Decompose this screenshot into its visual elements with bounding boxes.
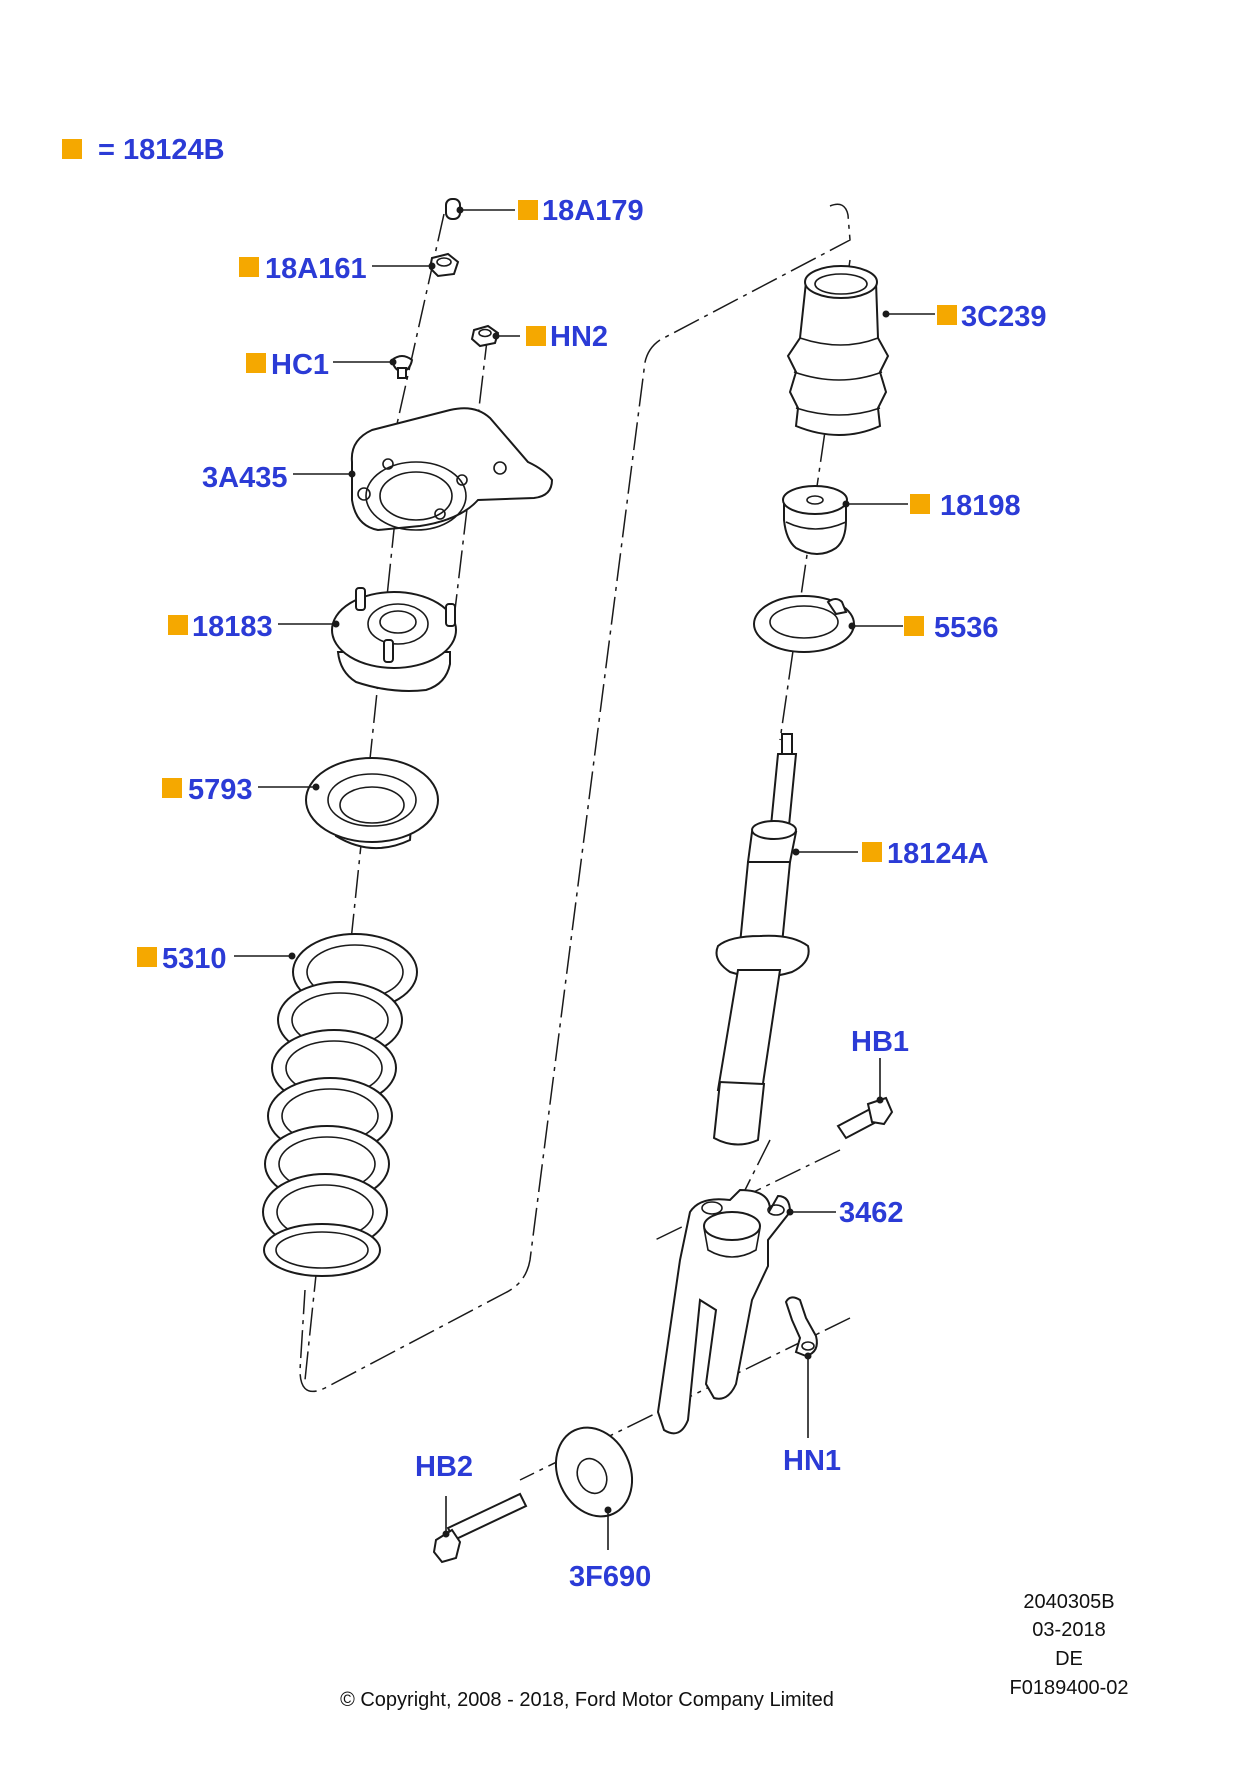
callout-HN2[interactable]: HN2 bbox=[526, 321, 608, 353]
part-HB1-drawing bbox=[836, 1058, 894, 1140]
callout-HB2[interactable]: HB2 bbox=[415, 1451, 473, 1483]
drawing-ref: F0189400-02 bbox=[1010, 1677, 1129, 1699]
part-HC1-drawing bbox=[333, 355, 414, 379]
label-HB1: HB1 bbox=[851, 1026, 909, 1058]
label-HN2: HN2 bbox=[550, 321, 608, 353]
label-18A161: 18A161 bbox=[265, 253, 367, 285]
callout-5793[interactable]: 5793 bbox=[162, 774, 253, 806]
part-5536-drawing bbox=[753, 595, 903, 653]
part-HN1-drawing bbox=[784, 1296, 818, 1438]
part-5793-drawing bbox=[258, 757, 439, 850]
marker-HN2 bbox=[526, 326, 546, 346]
label-3462: 3462 bbox=[839, 1197, 904, 1229]
callout-HN1[interactable]: HN1 bbox=[783, 1445, 841, 1477]
part-3462-drawing bbox=[656, 1188, 836, 1435]
legend: = 18124B bbox=[62, 134, 225, 166]
label-HN1: HN1 bbox=[783, 1445, 841, 1477]
drawing-region: DE bbox=[1055, 1648, 1083, 1670]
marker-18124A bbox=[862, 842, 882, 862]
marker-5793 bbox=[162, 778, 182, 798]
label-3A435: 3A435 bbox=[202, 462, 287, 494]
callout-3462[interactable]: 3462 bbox=[839, 1197, 904, 1229]
drawing-date: 03-2018 bbox=[1032, 1619, 1105, 1641]
callout-18183[interactable]: 18183 bbox=[168, 611, 273, 643]
label-18198: 18198 bbox=[940, 490, 1021, 522]
callout-HC1[interactable]: HC1 bbox=[246, 349, 329, 381]
legend-marker bbox=[62, 139, 82, 159]
marker-18198 bbox=[910, 494, 930, 514]
callout-5310[interactable]: 5310 bbox=[137, 943, 227, 975]
part-3A435-drawing bbox=[293, 407, 554, 532]
callout-18124A[interactable]: 18124A bbox=[862, 838, 989, 870]
callout-HB1[interactable]: HB1 bbox=[851, 1026, 909, 1058]
label-18A179: 18A179 bbox=[542, 195, 644, 227]
marker-HC1 bbox=[246, 353, 266, 373]
part-3F690-drawing bbox=[555, 1426, 633, 1550]
part-labels: 18A179 18A161 HN2 HC1 3A435 18183 5793 5… bbox=[137, 195, 1046, 1593]
label-HB2: HB2 bbox=[415, 1451, 473, 1483]
label-5793: 5793 bbox=[188, 774, 253, 806]
part-5310-drawing bbox=[234, 933, 418, 1277]
copyright-notice: © Copyright, 2008 - 2018, Ford Motor Com… bbox=[340, 1689, 834, 1711]
label-5310: 5310 bbox=[162, 943, 227, 975]
label-18124A: 18124A bbox=[887, 838, 989, 870]
marker-5536 bbox=[904, 616, 924, 636]
drawing-number: 2040305B bbox=[1023, 1591, 1114, 1613]
drawing-info: 2040305B 03-2018 DE F0189400-02 bbox=[1010, 1591, 1129, 1699]
label-5536: 5536 bbox=[934, 612, 999, 644]
marker-18A179 bbox=[518, 200, 538, 220]
callout-18198[interactable]: 18198 bbox=[910, 490, 1021, 522]
legend-text: = 18124B bbox=[98, 134, 225, 166]
callout-18A179[interactable]: 18A179 bbox=[518, 195, 644, 227]
label-3F690: 3F690 bbox=[569, 1561, 651, 1593]
label-18183: 18183 bbox=[192, 611, 273, 643]
part-18198-drawing bbox=[782, 485, 908, 555]
marker-5310 bbox=[137, 947, 157, 967]
part-18124A-drawing bbox=[712, 733, 858, 1146]
assembly-boundary bbox=[299, 203, 851, 1393]
marker-18A161 bbox=[239, 257, 259, 277]
marker-3C239 bbox=[937, 305, 957, 325]
part-3C239-drawing bbox=[786, 265, 935, 436]
part-18183-drawing bbox=[278, 587, 457, 692]
callout-3F690[interactable]: 3F690 bbox=[569, 1561, 651, 1593]
callout-3C239[interactable]: 3C239 bbox=[937, 301, 1046, 333]
label-3C239: 3C239 bbox=[961, 301, 1046, 333]
part-HB2-drawing bbox=[432, 1492, 528, 1564]
callout-3A435[interactable]: 3A435 bbox=[202, 462, 287, 494]
marker-18183 bbox=[168, 615, 188, 635]
callout-5536[interactable]: 5536 bbox=[904, 612, 999, 644]
label-HC1: HC1 bbox=[271, 349, 329, 381]
part-HN2-drawing bbox=[470, 324, 520, 348]
part-18A179-drawing bbox=[445, 198, 515, 220]
callout-18A161[interactable]: 18A161 bbox=[239, 253, 367, 285]
part-18A161-drawing bbox=[372, 252, 460, 278]
